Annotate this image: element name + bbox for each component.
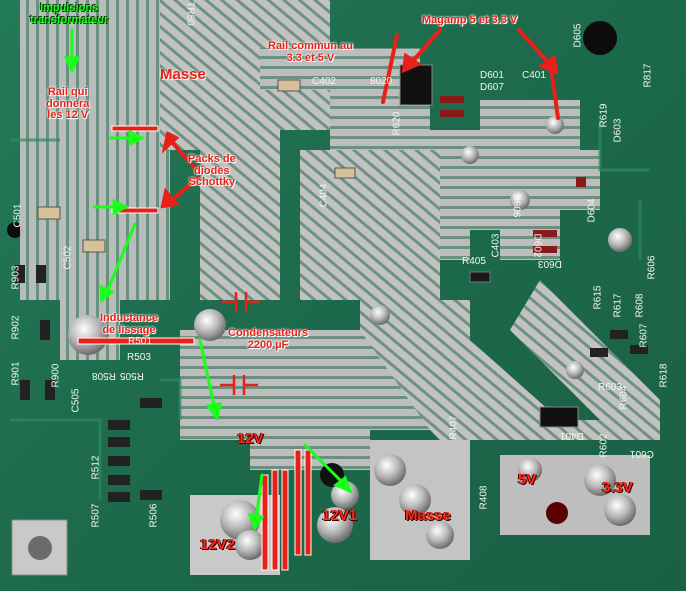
rail-12v-line: Rail qui bbox=[47, 86, 88, 98]
rail-marker bbox=[261, 474, 269, 571]
smd-components bbox=[15, 64, 648, 502]
copper-pour bbox=[330, 90, 600, 260]
schottky-marker bbox=[111, 125, 159, 132]
silkscreen-label: C502 bbox=[62, 245, 74, 270]
silkscreen-label: C401 bbox=[522, 70, 546, 81]
silkscreen-label: D603 bbox=[612, 118, 624, 143]
silkscreen-label: R512 bbox=[90, 455, 102, 480]
copper-pour bbox=[20, 0, 170, 360]
silkscreen-label: D604 bbox=[586, 198, 598, 223]
schottky-line: diodes bbox=[194, 164, 230, 177]
inductance-marker bbox=[77, 337, 195, 345]
impulsions-label: Impulsions transformateur bbox=[30, 2, 109, 26]
rail-12v-line: donnera bbox=[46, 97, 90, 110]
capacitor-symbol bbox=[220, 292, 260, 395]
impulsions-line: Impulsions bbox=[40, 2, 99, 14]
silkscreen-label: C505 bbox=[70, 388, 82, 413]
condensateurs-line: Condensateurs bbox=[228, 327, 309, 339]
silkscreen-label: R506 bbox=[148, 503, 160, 528]
silkscreen-label: C404 bbox=[318, 183, 330, 208]
schottky-line: Schottky bbox=[188, 176, 236, 189]
mounting-hole bbox=[7, 222, 23, 238]
condensateurs-line: 2200 µF bbox=[247, 338, 289, 351]
silkscreen-label: R507 bbox=[90, 503, 102, 528]
silkscreen-label: R408 bbox=[478, 485, 490, 510]
silkscreen-label: R615 bbox=[592, 285, 604, 310]
silkscreen-label: R606 bbox=[646, 255, 658, 280]
silkscreen-label: C403 bbox=[490, 233, 502, 258]
annotation-marks bbox=[77, 125, 312, 571]
silkscreen-label: C601 bbox=[630, 448, 654, 459]
magamp-note: Magamp 5 et 3.3 V bbox=[422, 14, 518, 26]
rail-12v-line: les 12 V bbox=[47, 109, 89, 122]
rail-12v2-label: 12V2 bbox=[200, 536, 236, 553]
silkscreen-label: R619 bbox=[598, 103, 610, 128]
copper-pour bbox=[510, 280, 660, 440]
silkscreen-label: R902 bbox=[10, 315, 22, 340]
rail-marker bbox=[271, 469, 279, 571]
schottky-line: Packs de bbox=[188, 153, 236, 165]
silkscreen-label: D606 bbox=[510, 193, 522, 218]
mounting-hole bbox=[583, 21, 617, 55]
rail-5v-label: 5V bbox=[518, 471, 537, 488]
inductance-line: Inductance bbox=[100, 312, 159, 324]
silkscreen-label: R607 bbox=[638, 323, 650, 348]
silkscreen-label: C402 bbox=[312, 76, 336, 87]
silkscreen-label: TR50 bbox=[184, 1, 196, 26]
silkscreen-label: C501 bbox=[12, 203, 24, 228]
rail-marker bbox=[281, 469, 289, 571]
silkscreen-label: D603 bbox=[538, 258, 562, 269]
rail-12v1-label: 12V1 bbox=[322, 507, 358, 524]
silkscreen-label: R620 bbox=[391, 111, 403, 136]
rail-commun-line: Rail commun au bbox=[268, 40, 353, 52]
silkscreen-label: R900 bbox=[50, 363, 62, 388]
silkscreen-label: R508 bbox=[92, 370, 116, 381]
silkscreen-label: R405 bbox=[462, 256, 486, 267]
silkscreen-label: 8020 bbox=[370, 76, 393, 87]
condensateurs-note: Condensateurs 2200 µF bbox=[228, 327, 309, 351]
impulsions-line: transformateur bbox=[30, 13, 109, 26]
inductance-line: de lissage bbox=[102, 323, 156, 336]
silkscreen-label: D607 bbox=[480, 82, 504, 93]
rail-commun-note: Rail commun au 3.3 et 5 V bbox=[268, 40, 353, 64]
schottky-marker bbox=[111, 207, 159, 214]
rail-3v3-label: 3.3V bbox=[602, 479, 633, 496]
silkscreen-label: R501 bbox=[128, 336, 152, 347]
copper-pour bbox=[180, 330, 430, 470]
silkscreen-label: R505 bbox=[120, 370, 144, 381]
masse-top-label: Masse bbox=[160, 66, 206, 83]
silkscreen-label: R608 bbox=[634, 293, 646, 318]
annotation-arrows bbox=[63, 28, 560, 532]
silkscreen-label: R817 bbox=[642, 63, 654, 88]
silkscreen-label: R602 bbox=[598, 433, 610, 458]
silkscreen-label: R407 bbox=[448, 415, 460, 440]
rail-12v-note: Rail qui donnera les 12 V bbox=[46, 86, 90, 122]
masse-bottom-label: Masse bbox=[405, 507, 451, 524]
silkscreen-label: R903 bbox=[10, 265, 22, 290]
silkscreen-label: R503 bbox=[127, 352, 151, 363]
silkscreen-label: D401 bbox=[560, 430, 584, 441]
silkscreen-label: D601 bbox=[480, 70, 504, 81]
silkscreen-label: R603 bbox=[598, 382, 622, 393]
silkscreen-label: R901 bbox=[10, 361, 22, 386]
inductance-note: Inductance de lissage bbox=[100, 312, 159, 336]
solder-joints bbox=[68, 86, 636, 560]
traces bbox=[10, 120, 650, 500]
rail-marker bbox=[304, 449, 312, 556]
schottky-note: Packs de diodes Schottky bbox=[188, 153, 236, 189]
solder-pad bbox=[28, 536, 52, 560]
rail-commun-line: 3.3 et 5 V bbox=[286, 51, 335, 64]
silkscreen-label: D602 bbox=[531, 233, 543, 258]
silkscreen-label: R617 bbox=[612, 293, 624, 318]
silkscreen-label: D605 bbox=[572, 23, 584, 48]
rail-12v-label: 12V bbox=[237, 430, 264, 447]
rail-marker bbox=[294, 449, 302, 556]
silkscreen-label: R618 bbox=[658, 363, 670, 388]
5v-terminal bbox=[546, 502, 568, 524]
terminal-hole bbox=[320, 463, 344, 487]
